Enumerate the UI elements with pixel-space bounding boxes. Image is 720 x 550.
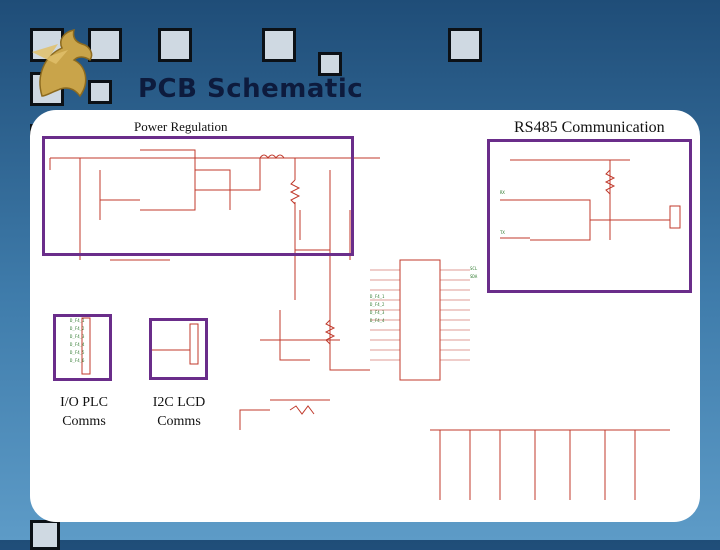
svg-text:D_F4_6: D_F4_6 — [70, 358, 85, 363]
decorative-square — [448, 28, 482, 62]
decorative-square — [88, 80, 112, 104]
schematic-panel — [30, 110, 700, 522]
i2c-lcd-label-line2: Comms — [157, 414, 201, 429]
pcb-schematic-image: D_F4_1D_F4_2 D_F4_3D_F4_4 D_F4_5D_F4_6 D… — [49, 149, 681, 500]
pegasus-logo-icon — [32, 29, 93, 98]
io-plc-label-line1: I/O PLC — [60, 395, 108, 410]
power-regulation-box — [42, 136, 354, 256]
decorative-square — [30, 520, 60, 550]
io-plc-label-line2: Comms — [62, 414, 106, 429]
rs485-label: RS485 Communication — [514, 119, 665, 136]
i2c-lcd-label: I2C LCD Comms — [146, 393, 212, 431]
svg-text:D_F4_2: D_F4_2 — [370, 302, 385, 307]
decorative-square — [318, 52, 342, 76]
i2c-lcd-label-line1: I2C LCD — [152, 395, 206, 410]
decorative-square — [158, 28, 192, 62]
svg-text:TX: TX — [500, 230, 505, 235]
svg-text:SDA: SDA — [470, 274, 478, 279]
svg-text:D_F4_5: D_F4_5 — [70, 350, 85, 355]
svg-text:SCL: SCL — [470, 266, 478, 271]
svg-text:D_F4_4: D_F4_4 — [370, 318, 385, 323]
svg-text:D_F4_3: D_F4_3 — [70, 334, 85, 339]
decorative-square — [262, 28, 296, 62]
i2c-lcd-box — [149, 318, 208, 380]
svg-text:D_F4_3: D_F4_3 — [370, 310, 385, 315]
slide-title: PCB Schematic — [138, 74, 364, 104]
power-regulation-label: Power Regulation — [134, 119, 228, 134]
svg-text:D_F4_1: D_F4_1 — [370, 294, 385, 299]
io-plc-label: I/O PLC Comms — [52, 393, 116, 431]
io-plc-box — [53, 314, 112, 381]
svg-text:D_F4_2: D_F4_2 — [70, 326, 85, 331]
svg-text:RX: RX — [500, 190, 505, 195]
svg-text:D_F4_4: D_F4_4 — [70, 342, 85, 347]
rs485-box — [487, 139, 692, 293]
decorative-square — [88, 28, 122, 62]
svg-text:D_F4_1: D_F4_1 — [70, 318, 85, 323]
